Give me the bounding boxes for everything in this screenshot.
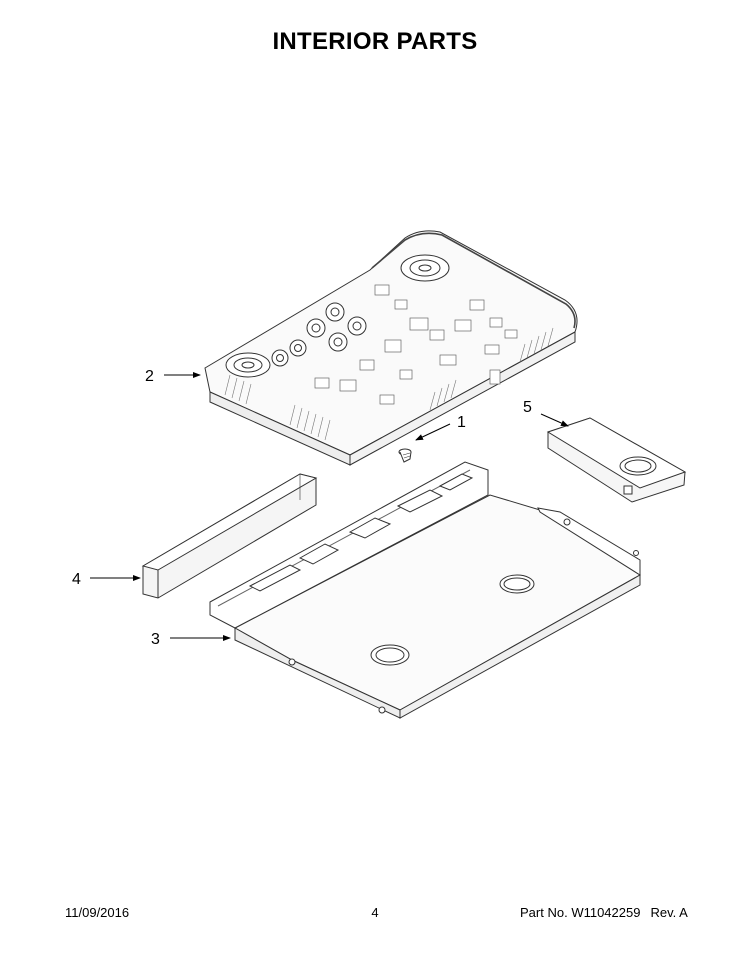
revision: Rev. A xyxy=(650,905,688,920)
part-no-value: W11042259 xyxy=(571,905,641,920)
callout-3: 3 xyxy=(151,631,160,648)
part-3-base-pan xyxy=(209,461,641,719)
footer-date: 11/09/2016 xyxy=(65,905,130,920)
part-5-cover xyxy=(546,417,687,503)
page-title: INTERIOR PARTS xyxy=(272,28,478,55)
leader-arrow-1 xyxy=(415,423,451,441)
part-2-coil-assembly xyxy=(204,230,578,466)
footer-part-number: Part No. W11042259 Rev. A xyxy=(520,905,688,920)
part-1-screw xyxy=(398,448,412,463)
part-no-label: Part No. xyxy=(520,905,568,920)
leader-arrow-5 xyxy=(540,413,569,427)
leader-arrows xyxy=(90,372,569,641)
callout-5: 5 xyxy=(523,399,532,416)
callout-1: 1 xyxy=(457,414,466,431)
callout-4: 4 xyxy=(72,571,81,588)
part-4-bracket xyxy=(141,473,318,599)
footer-page-number: 4 xyxy=(371,905,379,920)
callout-2: 2 xyxy=(145,368,154,385)
